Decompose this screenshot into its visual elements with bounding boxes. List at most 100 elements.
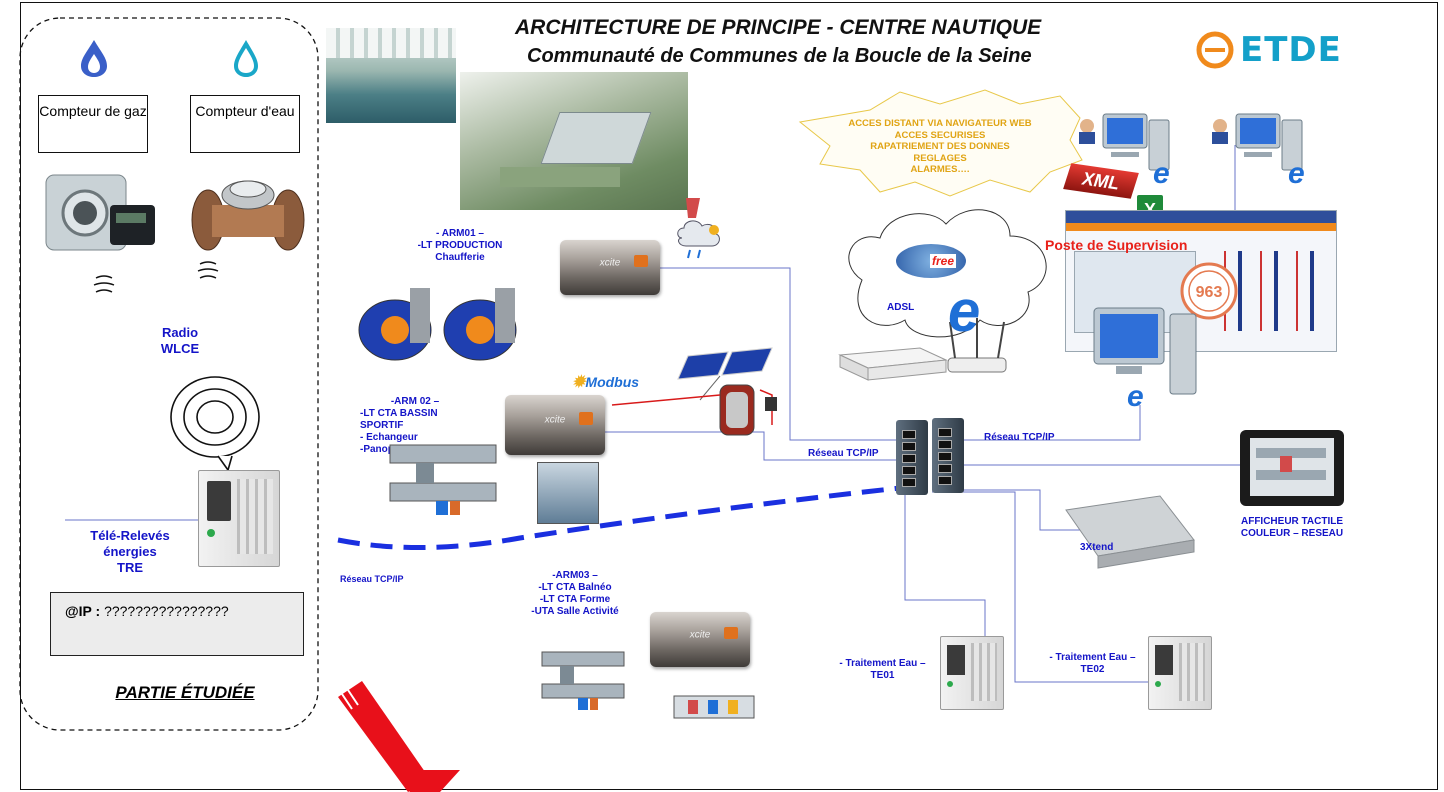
boilers-image (358, 288, 517, 361)
studied-part-footer: PARTIE ÉTUDIÉE (115, 683, 255, 702)
water-drop-icon (234, 40, 258, 77)
radio-label-line1: Radio (161, 325, 199, 340)
te01-label: - Traitement Eau – TE01 (830, 658, 935, 682)
remote-pc-2 (1212, 113, 1303, 171)
uta-unit-image (673, 695, 755, 719)
te01-line1: - Traitement Eau – (839, 658, 926, 669)
radio-label: Radio WLCE (130, 325, 230, 357)
touch-display (1240, 430, 1344, 506)
arm01-line1: - ARM01 – (436, 228, 484, 239)
ip-address-box: @IP : ???????????????? (50, 592, 304, 656)
tre-label: Télé-Relevés énergies TRE (70, 528, 190, 576)
ip-label: @IP : (65, 603, 101, 619)
ie-icon-3: e (1127, 380, 1144, 413)
solar-tank (611, 384, 773, 436)
tre-controller (198, 470, 280, 567)
gas-icon (81, 40, 107, 77)
link-supervision (960, 405, 1141, 441)
link-3xtend (960, 489, 1080, 531)
air-handler-arm02 (389, 444, 497, 515)
te02-line1: - Traitement Eau – (1049, 652, 1136, 663)
building-aerial-photo (460, 72, 688, 210)
air-handler-arm03 (541, 651, 625, 710)
ip-value: ???????????????? (104, 603, 229, 619)
remote-pc-1 (1079, 113, 1170, 171)
tre-label-line1: Télé-Relevés (90, 528, 170, 543)
arm01-controller: xcite (560, 240, 660, 295)
link-te01 (904, 492, 986, 640)
red-arrow (338, 681, 460, 792)
weather-sensor-icon (677, 198, 720, 259)
modbus-gear-icon: ✹ (572, 374, 586, 391)
arm03-line4: -UTA Salle Activité (531, 606, 619, 617)
supervision-pc (1093, 307, 1197, 395)
page-title: ARCHITECTURE DE PRINCIPE - CENTRE NAUTIQ… (515, 16, 1042, 39)
ie-icon-1: e (1153, 157, 1170, 190)
radio-antenna-coil (170, 376, 260, 472)
remote-access-text: ACCES DISTANT VIA NAVIGATEUR WEB ACCES S… (840, 118, 1040, 176)
studied-part-boundary (19, 17, 319, 731)
arm02-line2: -LT CTA BASSIN SPORTIF (360, 408, 438, 431)
arm03-controller-text: xcite (689, 629, 711, 641)
modbus-logo: ✹Modbus (572, 372, 639, 392)
arm01-line2: -LT PRODUCTION (417, 240, 503, 251)
touch-display-line1: AFFICHEUR TACTILE (1240, 516, 1344, 527)
solar-controller (765, 397, 777, 411)
tre-label-line2: énergies (103, 544, 157, 559)
arm03-line1: -ARM03 – (552, 570, 598, 581)
modbus-text: Modbus (585, 374, 640, 390)
radio-label-line2: WLCE (160, 341, 200, 356)
page-subtitle: Communauté de Communes de la Boucle de l… (527, 45, 1032, 67)
cloud-line-3: RAPATRIEMENT DES DONNES (870, 141, 1010, 152)
arm02-controller: xcite (505, 395, 605, 455)
wifi-router (947, 318, 1007, 373)
tcp-ip-label-left: Réseau TCP/IP (340, 574, 404, 584)
arm03-line3: -LT CTA Forme (539, 594, 611, 605)
etde-logo-text: ETDE (1240, 30, 1342, 70)
arm03-line2: -LT CTA Balnéo (538, 582, 612, 593)
wireless-waves (93, 261, 219, 293)
arm01-line3: Chaufferie (435, 252, 485, 263)
cloud-line-2: ACCES SECURISES (894, 129, 986, 141)
link-te02 (932, 491, 1148, 683)
gas-meter-label: Compteur de gaz (38, 95, 148, 153)
water-meter-label: Compteur d'eau (190, 95, 300, 153)
arm01-controller-text: xcite (599, 257, 621, 269)
arm03-label: -ARM03 – -LT CTA Balnéo -LT CTA Forme -U… (520, 570, 630, 618)
ie-icon-2: e (1288, 157, 1305, 190)
network-switch-1 (896, 420, 928, 495)
arm02-controller-text: xcite (544, 414, 566, 426)
dashed-tcp-link (337, 485, 901, 550)
water-meter-image (191, 180, 305, 251)
cloud-line-5: ALARMES…. (910, 164, 970, 175)
solar-panels (677, 347, 773, 401)
gas-meter-image (45, 174, 155, 251)
pool-interior-photo (326, 28, 456, 123)
link-arm02 (600, 431, 900, 461)
free-logo: free (930, 254, 957, 268)
adsl-label: ADSL (887, 302, 915, 313)
arm02-line3: - Echangeur (360, 432, 418, 443)
cloud-line-1: ACCES DISTANT VIA NAVIGATEUR WEB (848, 118, 1032, 129)
arm01-label: - ARM01 – -LT PRODUCTION Chaufferie (400, 228, 520, 264)
te02-controller (1148, 636, 1212, 710)
963-badge: 963 (1180, 262, 1238, 320)
exchanger-photo (537, 462, 599, 524)
network-switch-2 (932, 418, 964, 493)
etde-logo: ETDE (1196, 30, 1342, 70)
link-arm01 (660, 267, 898, 441)
tre-label-line3: TRE (117, 560, 143, 575)
te01-line2: TE01 (870, 670, 895, 681)
adsl-modem (838, 347, 948, 381)
etde-logo-icon (1196, 31, 1234, 69)
tcp-ip-label-right: Réseau TCP/IP (984, 432, 1055, 443)
touch-display-line2: COULEUR – RESEAU (1240, 528, 1344, 539)
cloud-line-4: REGLAGES (913, 152, 967, 164)
te01-controller (940, 636, 1004, 710)
tcp-ip-label-middle: Réseau TCP/IP (808, 448, 879, 459)
ie-icon-large: e (948, 279, 981, 344)
touch-display-label: AFFICHEUR TACTILE COULEUR – RESEAU (1232, 516, 1352, 540)
3xtend-device (1065, 495, 1195, 569)
supervision-label: Poste de Supervision (1045, 237, 1188, 253)
